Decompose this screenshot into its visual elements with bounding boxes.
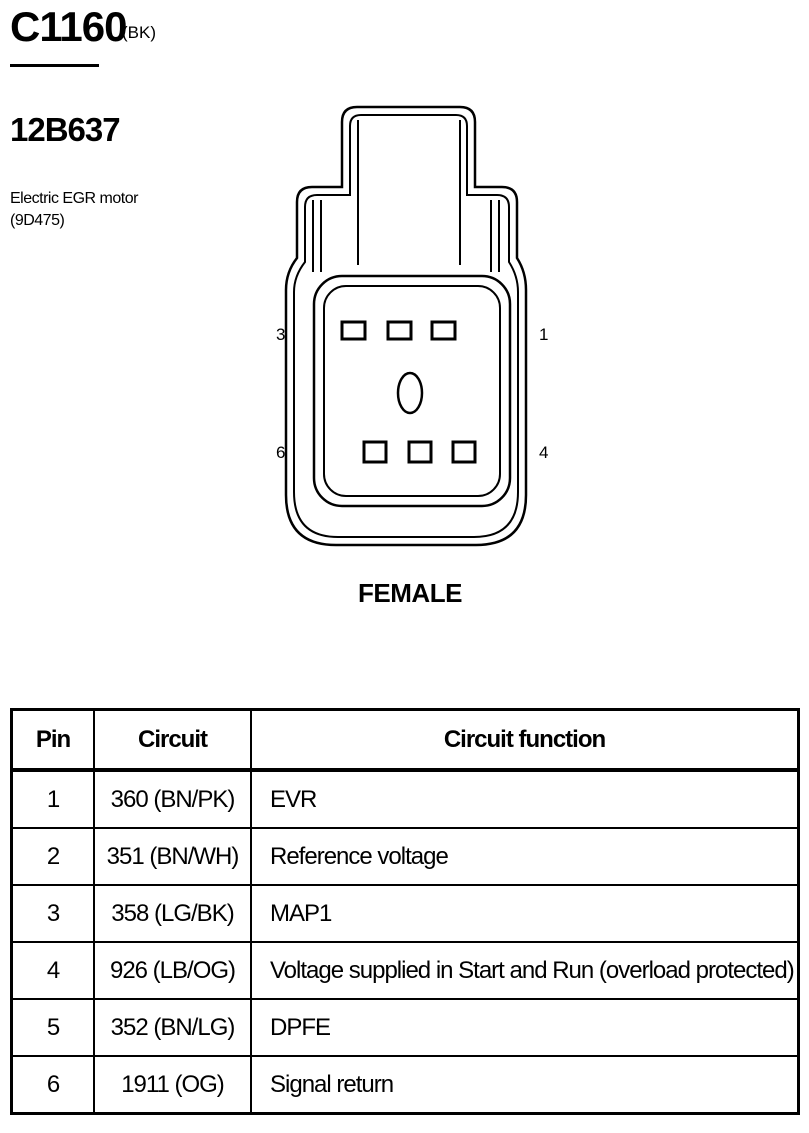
cell-pin: 2: [10, 827, 95, 886]
cell-circuit: 926 (LB/OG): [93, 941, 252, 1000]
cell-function: Reference voltage: [250, 827, 800, 886]
latch-right: [490, 200, 500, 272]
table-row: 1 360 (BN/PK) EVR: [10, 769, 800, 829]
pin-label-top-left: 3: [276, 325, 286, 344]
description-line-1: Electric EGR motor: [10, 190, 138, 207]
connector-color: (BK): [122, 23, 156, 42]
connector-gender: FEMALE: [358, 578, 462, 608]
terminal-pin-1: [430, 320, 457, 341]
header-function: Circuit function: [250, 708, 800, 772]
latch-left: [312, 200, 322, 272]
header-circuit: Circuit: [93, 708, 252, 772]
pin-label-top-right: 1: [539, 325, 549, 344]
cell-circuit: 1911 (OG): [93, 1055, 252, 1115]
table-row: 3 358 (LG/BK) MAP1: [10, 884, 800, 943]
cell-pin: 5: [10, 998, 95, 1057]
cell-function: MAP1: [250, 884, 800, 943]
cell-circuit: 352 (BN/LG): [93, 998, 252, 1057]
cell-pin: 3: [10, 884, 95, 943]
cell-function: DPFE: [250, 998, 800, 1057]
pin-label-bottom-left: 6: [276, 443, 286, 462]
housing-outline-inner: [293, 114, 519, 538]
table-row: 5 352 (BN/LG) DPFE: [10, 998, 800, 1057]
table-header-row: Pin Circuit Circuit function: [10, 708, 800, 772]
connector-code: C1160: [10, 3, 127, 50]
terminal-pin-5: [407, 440, 433, 464]
polarizing-key: [396, 371, 424, 415]
cell-function: Signal return: [250, 1055, 800, 1115]
terminal-pin-4: [451, 440, 477, 464]
terminal-pin-6: [362, 440, 388, 464]
cell-circuit: 351 (BN/WH): [93, 827, 252, 886]
pin-cavity-inner: [323, 285, 501, 497]
header-pin: Pin: [10, 708, 95, 772]
cell-circuit: 358 (LG/BK): [93, 884, 252, 943]
cell-pin: 4: [10, 941, 95, 1000]
cell-pin: 6: [10, 1055, 95, 1115]
terminal-pin-3: [340, 320, 367, 341]
pin-label-bottom-right: 4: [539, 443, 549, 462]
lock-tab-lines: [357, 120, 461, 265]
table-row: 4 926 (LB/OG) Voltage supplied in Start …: [10, 941, 800, 1000]
part-number: 12B637: [10, 111, 121, 148]
description-line-2: (9D475): [10, 212, 65, 229]
header-underline: [10, 64, 99, 67]
cell-pin: 1: [10, 769, 95, 829]
connector-face-drawing: [284, 105, 528, 547]
pin-cavity-outer: [312, 274, 512, 508]
cell-circuit: 360 (BN/PK): [93, 769, 252, 829]
terminal-pin-2: [386, 320, 413, 341]
cell-function: EVR: [250, 769, 800, 829]
housing-outline-outer: [284, 105, 528, 547]
cell-function: Voltage supplied in Start and Run (overl…: [250, 941, 800, 1000]
table-row: 6 1911 (OG) Signal return: [10, 1055, 800, 1115]
pinout-table: Pin Circuit Circuit function 1 360 (BN/P…: [10, 708, 800, 1115]
part-description: Electric EGR motor (9D475): [10, 188, 138, 232]
table-row: 2 351 (BN/WH) Reference voltage: [10, 827, 800, 886]
